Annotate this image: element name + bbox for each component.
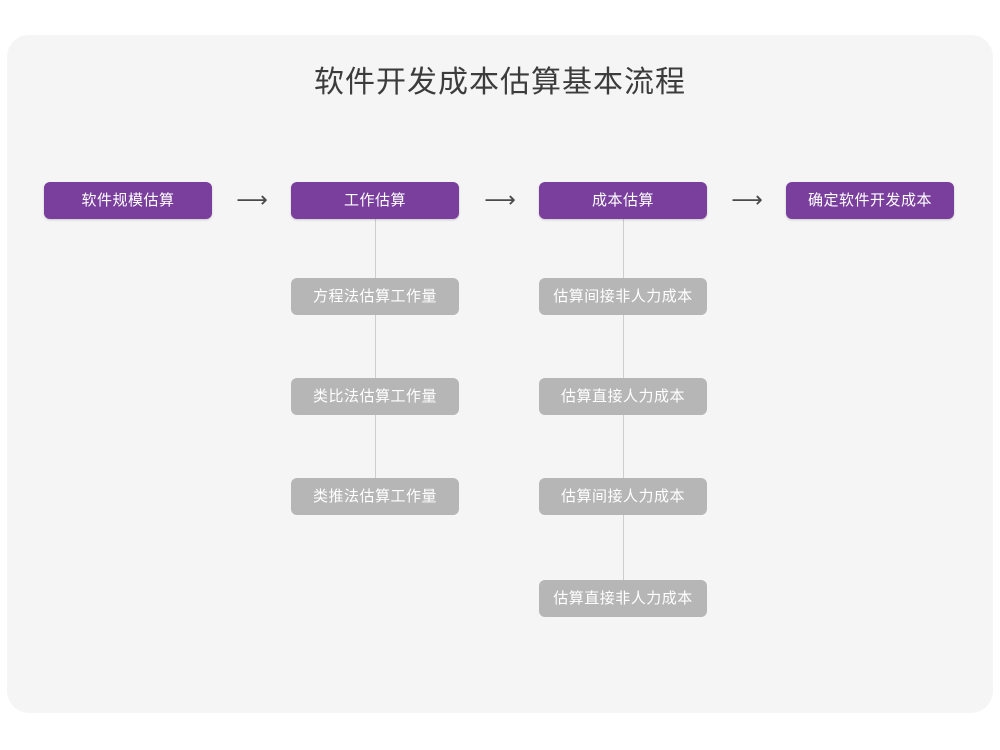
arrow-right-icon-3: ⟶	[731, 188, 763, 213]
substep-node-direct-nonlabor-cost[interactable]: 估算直接非人力成本	[539, 580, 707, 617]
connector-stage2-sub3	[375, 415, 376, 479]
arrow-right-icon-1: ⟶	[236, 188, 268, 213]
connector-stage3-sub4	[623, 515, 624, 581]
page-title: 软件开发成本估算基本流程	[314, 66, 686, 99]
substep-node-equation-method-effort[interactable]: 方程法估算工作量	[291, 278, 459, 315]
substep-node-extrapolation-method-effort[interactable]: 类推法估算工作量	[291, 478, 459, 515]
arrow-right-icon-2: ⟶	[484, 188, 516, 213]
connector-stage2-sub2	[375, 315, 376, 379]
substep-node-direct-labor-cost[interactable]: 估算直接人力成本	[539, 378, 707, 415]
diagram-card	[7, 35, 993, 713]
stage-node-determine-development-cost[interactable]: 确定软件开发成本	[786, 182, 954, 219]
stage-node-work-estimation[interactable]: 工作估算	[291, 182, 459, 219]
substep-node-indirect-labor-cost[interactable]: 估算间接人力成本	[539, 478, 707, 515]
connector-stage3-sub2	[623, 315, 624, 379]
stage-node-software-scale-estimation[interactable]: 软件规模估算	[44, 182, 212, 219]
stage-node-cost-estimation[interactable]: 成本估算	[539, 182, 707, 219]
connector-stage2-sub1	[375, 219, 376, 279]
connector-stage3-sub1	[623, 219, 624, 279]
connector-stage3-sub3	[623, 415, 624, 479]
substep-node-indirect-nonlabor-cost[interactable]: 估算间接非人力成本	[539, 278, 707, 315]
substep-node-analogy-method-effort[interactable]: 类比法估算工作量	[291, 378, 459, 415]
